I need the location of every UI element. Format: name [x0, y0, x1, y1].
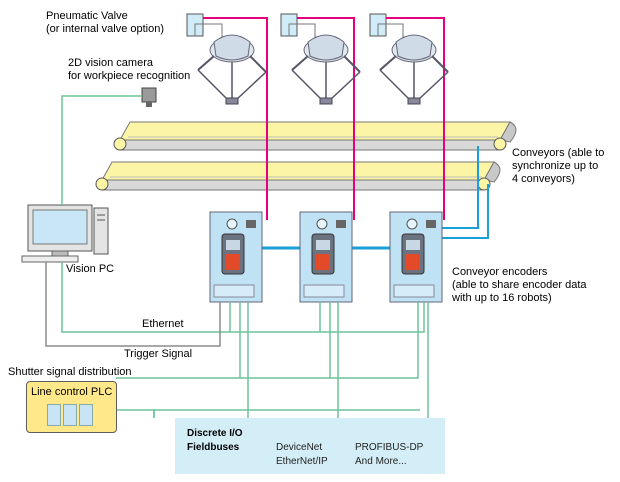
label-line: (able to share encoder data — [452, 279, 587, 291]
pneumatic-valve-label: Pneumatic Valve (or internal valve optio… — [46, 10, 164, 36]
conveyor-belt — [113, 121, 517, 151]
fieldbus-item: EtherNet/IP — [276, 456, 328, 467]
robot-controller-icon — [299, 211, 353, 303]
delta-robot-icon — [197, 34, 267, 105]
conveyor-belt — [95, 161, 501, 191]
delta-robot-icon — [291, 34, 361, 105]
label-line: 4 conveyors) — [512, 173, 575, 185]
encoder-lines — [262, 146, 489, 250]
fieldbus-item: And More... — [355, 456, 407, 467]
camera-label: 2D vision camera for workpiece recogniti… — [68, 57, 190, 83]
fieldbus-item: DeviceNet — [276, 442, 323, 453]
label-line: Conveyor encoders — [452, 266, 548, 278]
plc-module — [63, 404, 77, 426]
plc-title: Line control PLC — [31, 386, 113, 398]
fieldbus-item: PROFIBUS-DP — [355, 442, 424, 453]
label-line: for workpiece recognition — [68, 70, 191, 82]
fieldbus-heading: Fieldbuses — [187, 442, 240, 453]
label-line: with up to 16 robots) — [452, 292, 552, 304]
plc-module — [79, 404, 93, 426]
conveyors-label: Conveyors (able to synchronize up to 4 c… — [512, 147, 604, 186]
robot-controller-icon — [209, 211, 263, 303]
shutter-label: Shutter signal distribution — [8, 366, 132, 378]
label-line: Conveyors (able to — [512, 147, 605, 159]
label-line: (or internal valve option) — [46, 23, 165, 35]
fieldbus-panel: Discrete I/O Fieldbuses DeviceNet EtherN… — [175, 418, 445, 474]
vision-pc-icon — [21, 204, 109, 263]
trigger-label: Trigger Signal — [124, 348, 193, 360]
label-line: Pneumatic Valve — [46, 10, 128, 22]
vision-pc-label: Vision PC — [66, 263, 115, 275]
robot-controller-icon — [389, 211, 443, 303]
delta-robot-icon — [379, 34, 449, 105]
label-line: synchronize up to — [512, 160, 599, 172]
trigger-line — [45, 262, 221, 347]
ethernet-label: Ethernet — [142, 318, 184, 330]
ethernet-lines — [61, 95, 429, 418]
fieldbus-heading: Discrete I/O — [187, 428, 243, 439]
line-control-plc: Line control PLC — [26, 381, 117, 433]
camera-icon — [141, 87, 157, 107]
label-line: 2D vision camera — [68, 57, 153, 69]
plc-module — [47, 404, 61, 426]
encoders-label: Conveyor encoders (able to share encoder… — [452, 266, 587, 305]
